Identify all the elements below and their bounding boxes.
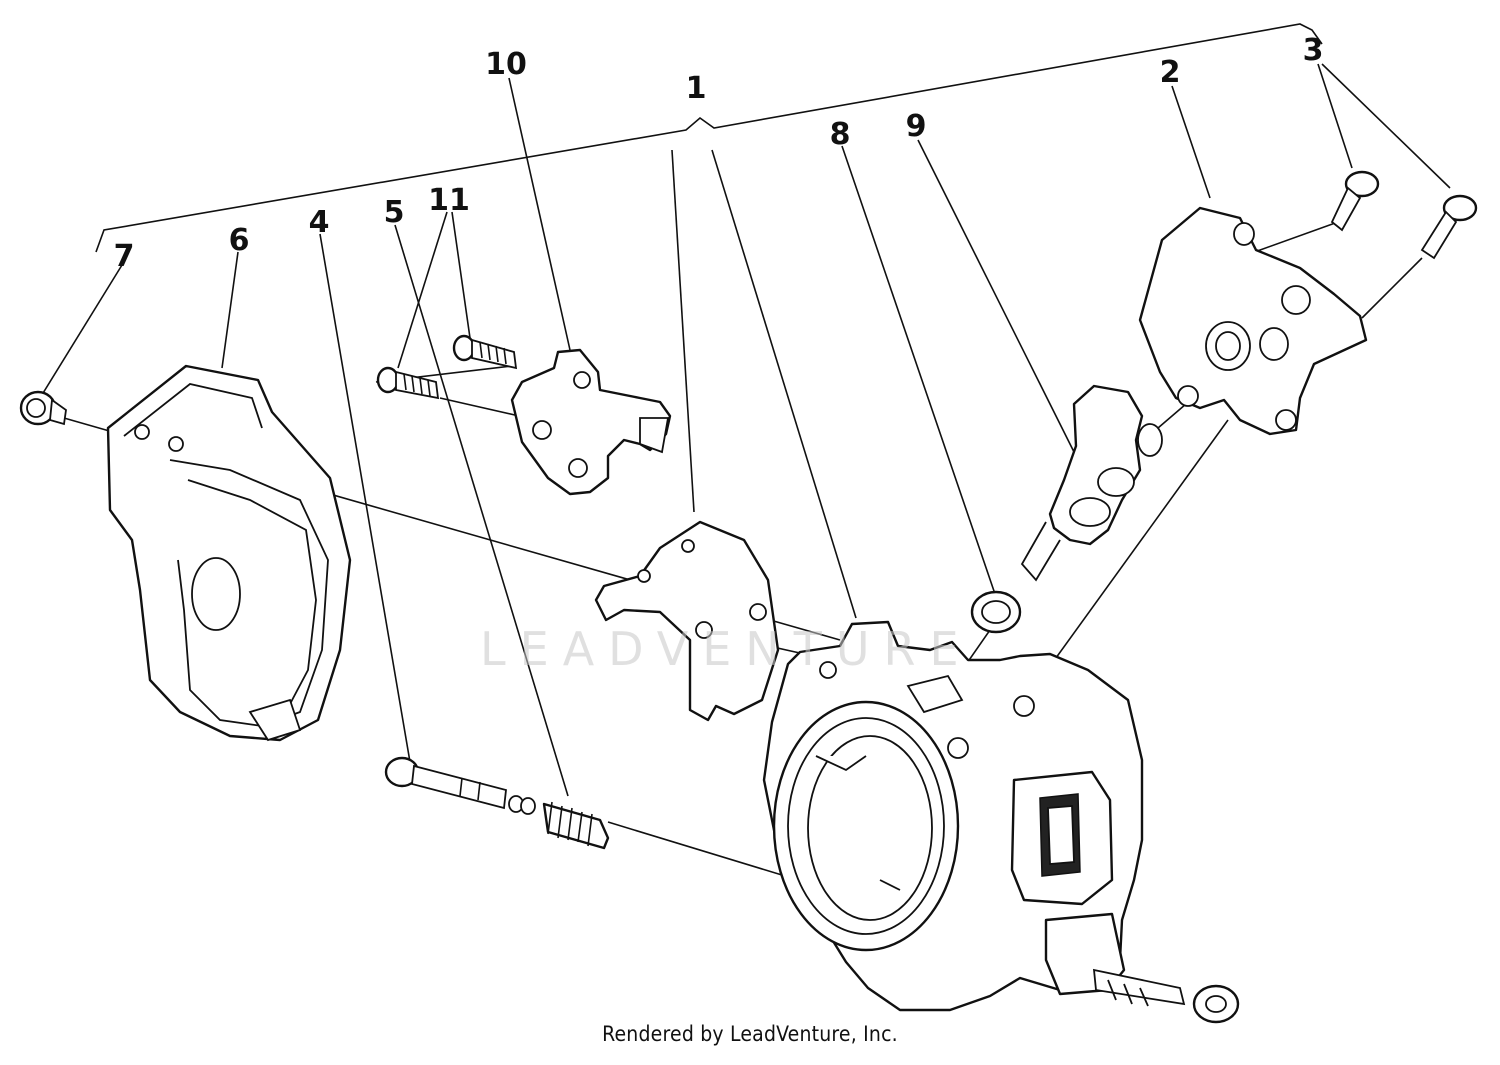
group-bracket xyxy=(95,23,1323,253)
part-5-spring xyxy=(520,797,610,850)
part-2-sensor-housing xyxy=(1138,206,1368,436)
throttle-body xyxy=(762,620,1240,1024)
part-8-o-ring xyxy=(970,590,1022,634)
footer-credit: Rendered by LeadVenture, Inc. xyxy=(602,1022,898,1046)
callout-11: 11 xyxy=(428,183,470,218)
callout-5: 5 xyxy=(384,195,405,230)
part-11-screws xyxy=(376,334,518,400)
part-6-cover xyxy=(106,364,352,742)
part-9-injector xyxy=(1020,384,1163,582)
leader-lines xyxy=(39,63,1451,797)
callout-8: 8 xyxy=(830,117,851,152)
part-1-mount-plate xyxy=(594,520,780,722)
part-7-cap-nut xyxy=(19,390,67,426)
callout-2: 2 xyxy=(1160,55,1181,90)
part-4-shaft xyxy=(384,756,524,813)
callout-1: 1 xyxy=(686,71,707,106)
callouts: 1 2 3 4 5 6 7 8 9 10 11 xyxy=(114,33,1324,274)
callout-10: 10 xyxy=(485,47,527,82)
callout-9: 9 xyxy=(906,109,927,144)
callout-6: 6 xyxy=(229,223,250,258)
part-10-bracket xyxy=(510,348,672,496)
part-3-bolts xyxy=(1330,170,1478,260)
callout-4: 4 xyxy=(309,205,330,240)
callout-7: 7 xyxy=(114,239,135,274)
callout-3: 3 xyxy=(1303,33,1324,68)
